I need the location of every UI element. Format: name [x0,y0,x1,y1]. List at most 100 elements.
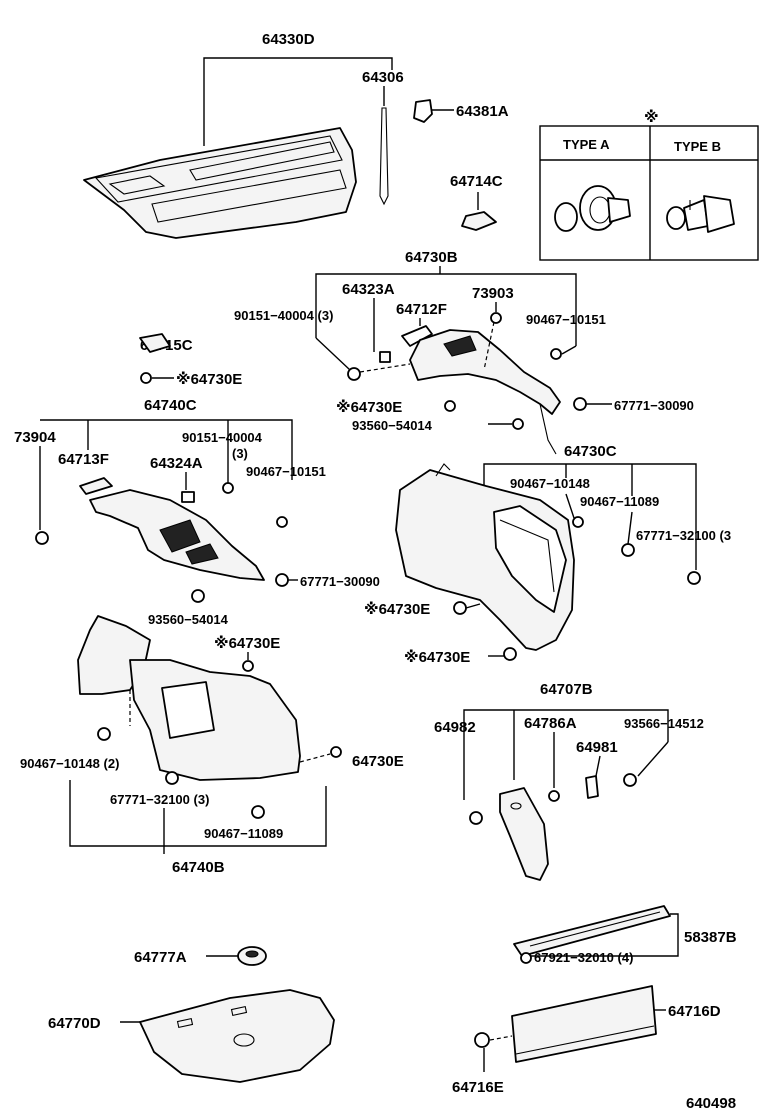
leader-64707B [463,709,669,800]
clip-73903 [490,312,502,324]
label-64730E-c[interactable]: ※64730E [364,600,430,618]
quarter-trim-right-group: 64730C 90467−10148 90467−11089 67771−321… [364,443,731,666]
clip-64981 [585,775,599,799]
leader-64740B [69,780,327,847]
label-64740C[interactable]: 64740C [144,397,197,414]
plate-58387B [513,905,671,957]
cap-64777A-group: 64777A [134,946,267,966]
label-73904[interactable]: 73904 [14,429,56,446]
clip-64786A [548,790,560,802]
leader-64730B [315,273,577,346]
quarter-trim-upper [409,329,561,415]
plate-58387B-group: 58387B 67921−32010 (4) [513,905,737,965]
label-64740B[interactable]: 64740B [172,859,225,876]
trim-upper-dark [443,335,477,357]
label-90151-40004-b[interactable]: 90151−40004 [182,430,263,445]
leader-58387B [530,913,679,957]
label-93566-14512[interactable]: 93566−14512 [624,716,704,731]
clip-64730E-d [503,647,517,661]
cover-64716D-group: 64716D 64716E [452,985,721,1096]
clip-93560-a [512,418,524,430]
clip-67771-32100-b [165,771,179,785]
label-64730E-d[interactable]: ※64730E [404,648,470,666]
clip-90467-11089-b [251,805,265,819]
label-64786A[interactable]: 64786A [524,715,577,732]
legend-frame [539,125,759,261]
label-90467-10151-b[interactable]: 90467−10151 [246,464,326,479]
label-58387B[interactable]: 58387B [684,929,737,946]
label-64324A[interactable]: 64324A [150,455,203,472]
label-90467-11089-a[interactable]: 90467−11089 [580,494,659,509]
label-67771-30090-a[interactable]: 67771−30090 [614,398,694,413]
clip-67771-a [573,397,587,411]
label-64730E-e[interactable]: ※64730E [214,634,280,652]
clip-93560-b [191,589,205,603]
grille-1 [159,519,201,553]
legend-type-a: TYPE A [563,137,610,152]
label-64713F[interactable]: 64713F [58,451,109,468]
diagram-number: 640498 [686,1095,736,1112]
label-67921-32010-4[interactable]: 67921−32010 (4) [534,950,633,965]
label-64730C[interactable]: 64730C [564,443,617,460]
label-64716D[interactable]: 64716D [668,1003,721,1020]
legend-box: ※ TYPE A TYPE B [539,108,759,261]
label-64330D[interactable]: 64330D [262,31,315,48]
label-73903[interactable]: 73903 [472,285,514,302]
clip-64730E-b [444,400,456,412]
clip-90467-11089-a [687,571,701,585]
part-64713F [79,477,113,495]
label-93560-54014-b[interactable]: 93560−54014 [148,612,229,627]
label-64306[interactable]: 64306 [362,69,404,86]
tray-slot-2 [151,169,347,223]
label-93560-54014-a[interactable]: 93560−54014 [352,418,433,433]
clip-90467-a [550,348,562,360]
label-67771-32100-3-b[interactable]: 67771−32100 (3) [110,792,209,807]
label-64981[interactable]: 64981 [576,739,618,756]
label-90467-10148-a[interactable]: 90467−10148 [510,476,590,491]
tray-clip [413,99,433,123]
label-64716E[interactable]: 64716E [452,1079,504,1096]
label-64777A[interactable]: 64777A [134,949,187,966]
legend-type-b: TYPE B [674,139,721,154]
clip-64323A [379,351,391,363]
label-64770D[interactable]: 64770D [48,1015,101,1032]
legend-mark: ※ [644,108,659,126]
label-67771-32100-3-a[interactable]: 67771−32100 (3 [636,528,731,543]
clip-64730E-f [330,746,342,758]
label-90467-10148-2[interactable]: 90467−10148 (2) [20,756,119,771]
cover-64714C [461,211,497,231]
quarter-trim-upper-group: 64730B 64323A 73903 90151−40004 (3) 6471… [139,249,694,455]
deck-board-group: 64770D [48,989,335,1083]
cover-64707B-group: 64707B 64982 64786A 93566−14512 64981 [434,681,704,881]
trim-panel-recess [161,681,215,739]
label-3-b[interactable]: (3) [232,446,248,461]
left-lower-trim [129,659,301,781]
label-90467-11089-b[interactable]: 90467−11089 [204,826,283,841]
label-64730E-f[interactable]: 64730E [352,753,404,770]
label-67771-30090-b[interactable]: 67771−30090 [300,574,380,589]
cover-64716D [511,985,657,1063]
clip-64730E-a [140,372,152,384]
tray-rod [379,107,389,206]
tray-panel-upper [94,135,343,203]
grille-2 [185,543,219,565]
label-64707B[interactable]: 64707B [540,681,593,698]
label-64381A[interactable]: 64381A [456,103,509,120]
label-64982[interactable]: 64982 [434,719,476,736]
label-64323A[interactable]: 64323A [342,281,395,298]
leader-64730C [483,463,697,570]
left-lower-trim-group: ※64730E 90467−10148 (2) 64730E 67771−321… [20,615,404,876]
label-90467-10151-a[interactable]: 90467−10151 [526,312,606,327]
label-64730E-b[interactable]: ※64730E [336,398,402,416]
leader-64740C [40,419,293,480]
clip-67771-c [621,543,635,557]
label-64712F[interactable]: 64712F [396,301,447,318]
label-64714C[interactable]: 64714C [450,173,503,190]
label-64730B[interactable]: 64730B [405,249,458,266]
clip-type-a-icon [554,185,631,232]
part-64712F [401,325,433,347]
label-64730E-a[interactable]: ※64730E [176,370,242,388]
clip-90151-b [222,482,234,494]
label-90151-40004-3[interactable]: 90151−40004 (3) [234,308,333,323]
